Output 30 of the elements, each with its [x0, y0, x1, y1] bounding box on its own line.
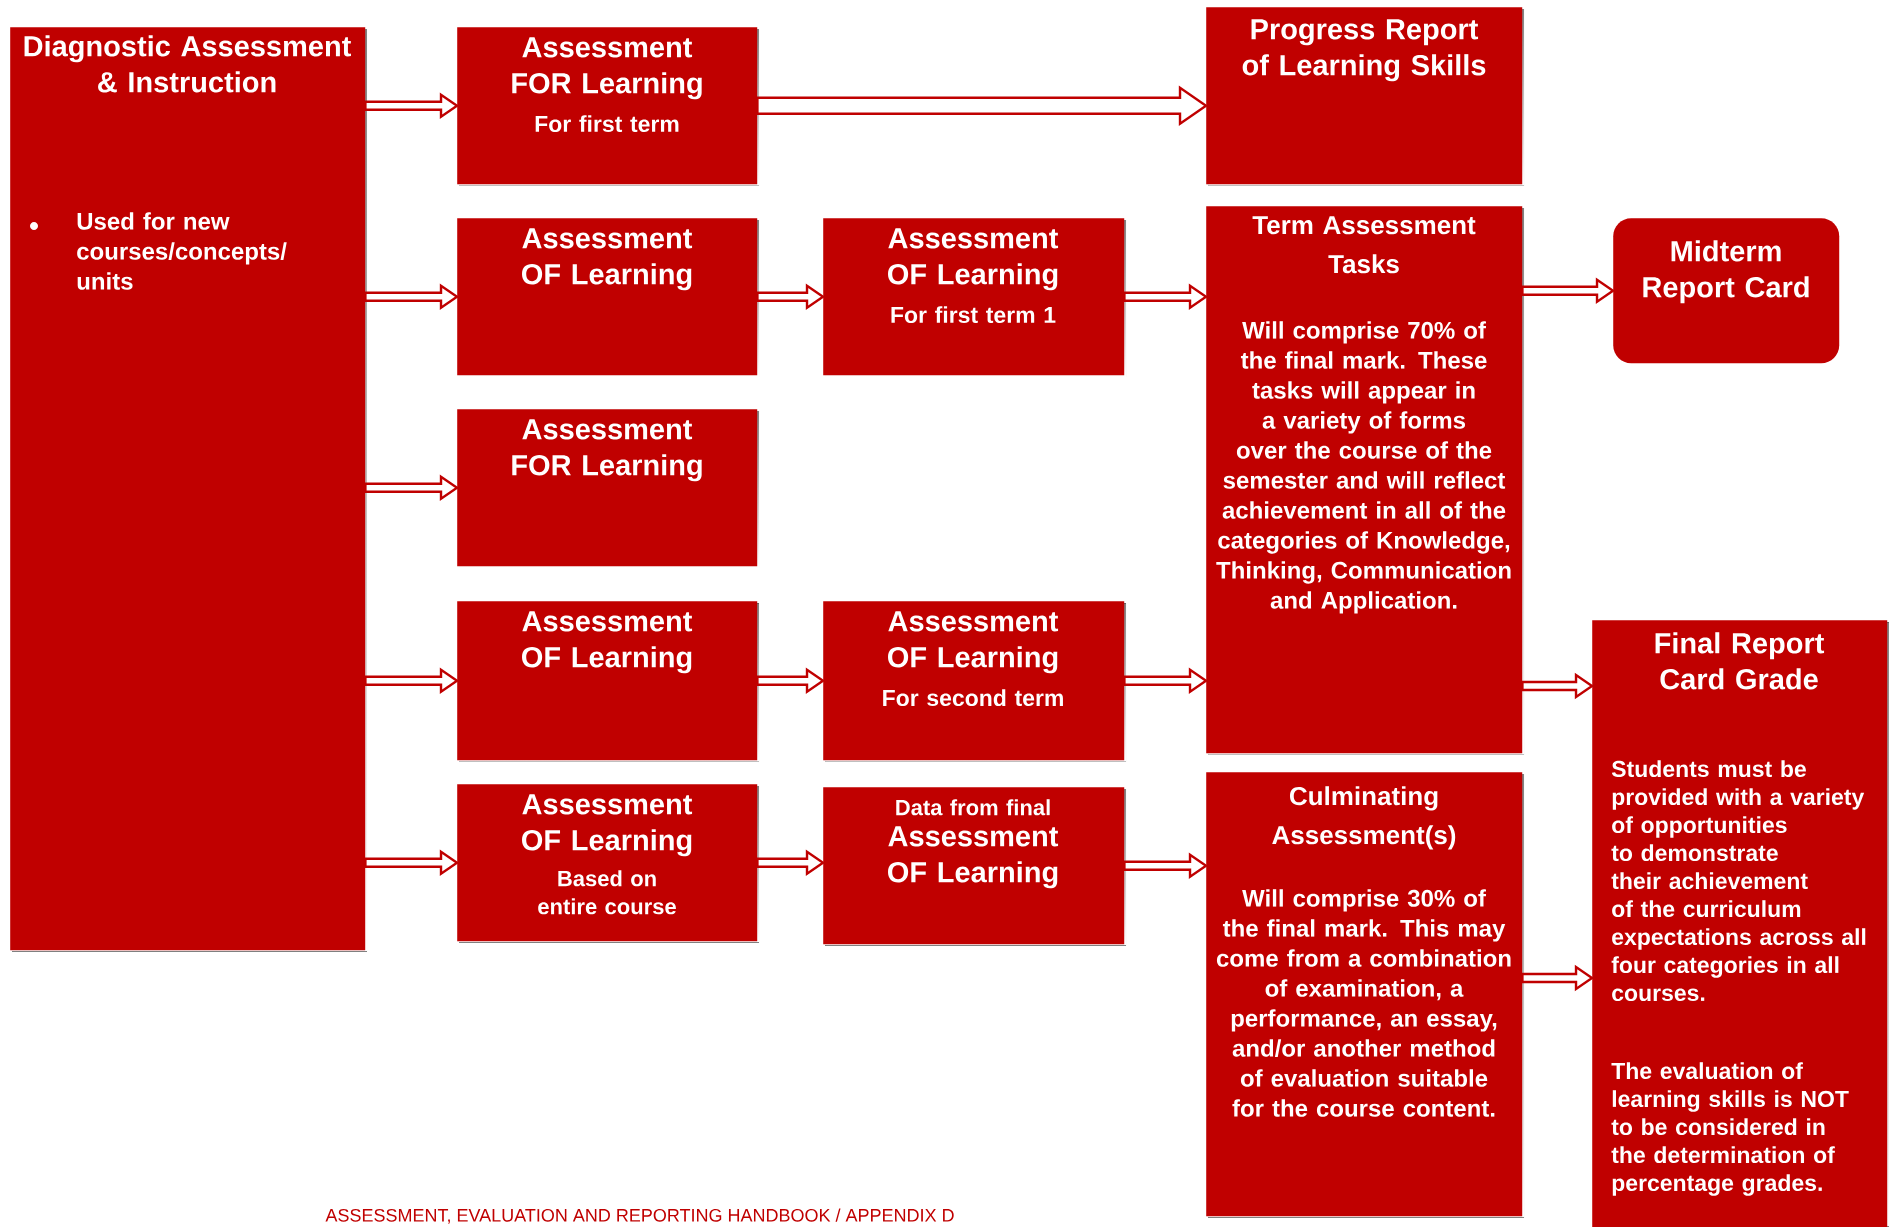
arrow — [1123, 667, 1209, 694]
arrow — [364, 92, 460, 119]
process-box: Data from final Assessment OF Learning — [823, 787, 1126, 946]
process-box: Assessment OF Learning For first term 1 — [823, 218, 1126, 377]
arrow — [1521, 277, 1616, 304]
process-box: Assessment OF Learning — [457, 601, 759, 762]
process-box: Assessment OF Learning For second term — [823, 601, 1126, 762]
arrow — [1521, 672, 1595, 700]
rounded-box: Midterm Report Card — [1613, 218, 1840, 364]
process-box: Assessment OF Learning Based on entire course — [457, 784, 759, 943]
footer-text: ASSESSMENT, EVALUATION AND REPORTING HANDBOOK / APPENDIX D — [325, 1208, 954, 1224]
arrow — [756, 85, 1209, 126]
arrow — [1123, 852, 1209, 879]
arrow — [756, 849, 826, 876]
arrow — [364, 849, 460, 876]
arrow — [364, 474, 460, 501]
arrow — [756, 667, 826, 694]
process-box: Assessment FOR Learning — [457, 409, 759, 568]
process-box: Progress Report of Learning Skills — [1206, 7, 1524, 186]
process-box: Final Report Card Grade Students must be provided with a variety of opportunities to demonstrate their achievement of the curriculum expectations across all four categories in all courses. The evaluation of learning skills is NOT to be considered in the determination of percentage grades. — [1592, 620, 1889, 1227]
process-box: Term Assessment Tasks Will comprise 70% of the final mark. These tasks will appear in a variety of forms over the course of the semester and will reflect achievement in all of the categories of Knowledge, Thinking, Communication and Application. — [1206, 206, 1524, 755]
process-box: Assessment FOR Learning For first term — [457, 27, 759, 186]
arrow — [364, 283, 460, 310]
arrow — [364, 667, 460, 694]
process-box: Assessment OF Learning — [457, 218, 759, 377]
process-box: Diagnostic Assessment & Instruction Used for new courses/concepts/ units — [10, 27, 367, 952]
arrow — [1521, 964, 1595, 992]
arrow — [1123, 283, 1209, 310]
process-box: Culminating Assessment(s) Will comprise 30% of the final mark. This may come from a combination of examination, a performance, an essay, and/or another method of evaluation suitable for the course content. — [1206, 772, 1524, 1218]
arrow — [756, 283, 826, 310]
